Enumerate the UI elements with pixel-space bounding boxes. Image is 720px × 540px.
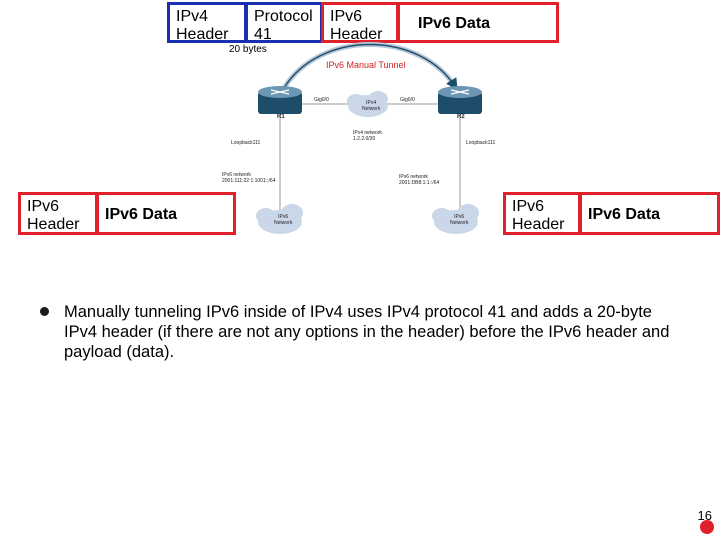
bullet-dot xyxy=(40,307,49,316)
label-if-right: Gig0/0 xyxy=(400,97,415,103)
ipv6-data-field-left: IPv6 Data xyxy=(96,192,236,235)
label-ipv6-cloud-right: IPv6 Network xyxy=(450,214,469,226)
label-ipv4-net: IPv4 network 1.2.2.0/30 xyxy=(353,130,382,142)
topology-diagram xyxy=(256,42,482,234)
bullet-text: Manually tunneling IPv6 inside of IPv4 u… xyxy=(64,303,670,361)
ipv6-cloud-left xyxy=(256,204,303,234)
label-r1: R1 xyxy=(277,114,285,120)
label-ipv6-net-left: IPv6 network 2001:111:22:1:1001::/64 xyxy=(222,172,276,184)
size-note: 20 bytes xyxy=(229,44,267,55)
ipv6-header-field-left: IPv6 Header xyxy=(18,192,98,235)
ipv6-cloud-right xyxy=(432,204,479,234)
label-if-left: Gig0/0 xyxy=(314,97,329,103)
label-loopback-left: Loopback111 xyxy=(231,140,261,146)
label-loopback-right: Loopback111 xyxy=(466,140,496,146)
ipv4-header-field: IPv4 Header xyxy=(167,2,247,43)
label-r2: R2 xyxy=(457,114,465,120)
ipv6-data-field-right: IPv6 Data xyxy=(579,192,720,235)
router-r1 xyxy=(258,86,302,114)
label-ipv6-cloud-left: IPv6 Network xyxy=(274,214,293,226)
router-r2 xyxy=(438,86,482,114)
label-ipv4-cloud: IPv4 Network xyxy=(362,100,381,112)
page-number: 16 xyxy=(697,508,712,523)
tunnel-arc xyxy=(281,42,459,90)
ipv6-data-field-top: IPv6 Data xyxy=(397,2,559,43)
ipv6-header-field-right: IPv6 Header xyxy=(503,192,581,235)
tunnel-label: IPv6 Manual Tunnel xyxy=(326,60,406,70)
corner-mark xyxy=(700,520,714,534)
label-ipv6-net-right: IPv6 network 2001:DB8:1:1::/64 xyxy=(399,174,440,186)
ipv4-cloud xyxy=(347,91,388,117)
